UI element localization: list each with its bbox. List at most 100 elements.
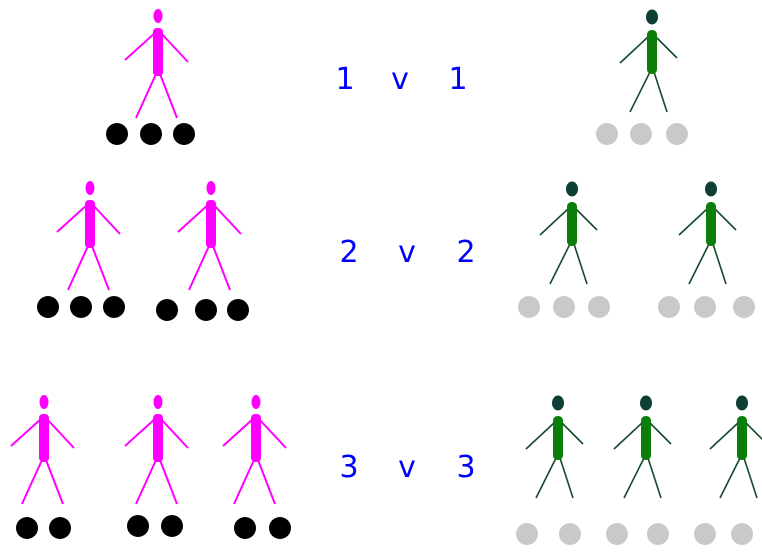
row2-pink-player-2	[177, 181, 242, 291]
pink-limb	[159, 459, 178, 505]
green-limb	[619, 35, 650, 64]
green-limb	[525, 421, 556, 450]
green-limb	[535, 457, 557, 499]
row1-left-count: 1	[335, 62, 354, 97]
row3-green-player-3	[709, 395, 762, 499]
green-limb	[629, 71, 651, 113]
row1-black-ball	[106, 123, 128, 145]
row3-pink-player-2	[124, 395, 189, 505]
pink-limb	[91, 203, 121, 235]
green-limb	[678, 207, 709, 236]
row2-black-ball	[103, 296, 125, 318]
row3-left-count: 3	[339, 450, 358, 485]
pink-torso	[153, 28, 163, 76]
row3-black-ball	[234, 517, 256, 539]
pink-limb	[135, 459, 157, 505]
pink-torso	[251, 414, 261, 462]
row1-black-ball	[140, 123, 162, 145]
pink-torso	[206, 200, 216, 248]
pink-torso	[85, 200, 95, 248]
row1-grey-ball	[596, 123, 618, 145]
row1-grey-ball	[666, 123, 688, 145]
row2-vs: v	[398, 235, 416, 270]
row1-green-player-1	[619, 9, 678, 113]
row3-black-ball	[269, 517, 291, 539]
row2-black-ball	[156, 299, 178, 321]
row3-black-ball	[161, 515, 183, 537]
green-limb	[744, 421, 762, 441]
pink-head	[206, 181, 216, 195]
row2-grey-ball	[588, 296, 610, 318]
row2-left-count: 2	[339, 235, 358, 270]
green-head	[552, 395, 564, 411]
pink-limb	[159, 73, 178, 119]
pink-limb	[124, 31, 157, 61]
row3-vs: v	[398, 450, 416, 485]
row2-black-ball	[195, 299, 217, 321]
row3-right-count: 3	[456, 450, 475, 485]
row3-grey-ball	[559, 523, 581, 545]
pink-head	[153, 9, 163, 23]
row2-grey-ball	[694, 296, 716, 318]
green-limb	[549, 243, 571, 285]
green-torso	[641, 416, 651, 460]
pink-limb	[159, 31, 189, 63]
pink-limb	[45, 459, 64, 505]
green-limb	[719, 457, 741, 499]
pink-limb	[188, 245, 210, 291]
pink-head	[39, 395, 49, 409]
row2-right-count: 2	[456, 235, 475, 270]
pink-torso	[153, 414, 163, 462]
pink-limb	[56, 203, 89, 233]
green-head	[646, 9, 658, 25]
row1-grey-ball	[630, 123, 652, 145]
green-limb	[743, 457, 758, 499]
pink-limb	[67, 245, 89, 291]
row3-black-ball	[49, 517, 71, 539]
pink-head	[153, 395, 163, 409]
row3-green-player-2	[613, 395, 672, 499]
row2-black-ball	[227, 299, 249, 321]
pink-limb	[21, 459, 43, 505]
row2-green-player-1	[539, 181, 598, 285]
pink-limb	[233, 459, 255, 505]
row3-black-ball	[127, 515, 149, 537]
green-limb	[623, 457, 645, 499]
row2-black-ball	[70, 296, 92, 318]
row1-black-ball	[173, 123, 195, 145]
green-limb	[712, 243, 727, 285]
green-limb	[648, 421, 672, 445]
green-limb	[713, 207, 737, 231]
pink-limb	[10, 417, 43, 447]
pink-limb	[159, 417, 189, 449]
pink-limb	[135, 73, 157, 119]
pink-limb	[91, 245, 110, 291]
row3-pink-player-1	[10, 395, 75, 505]
row2-green-player-2	[678, 181, 737, 285]
green-torso	[737, 416, 747, 460]
pink-limb	[177, 203, 210, 233]
green-limb	[613, 421, 644, 450]
pink-torso	[39, 414, 49, 462]
row1-pink-player-1	[124, 9, 189, 119]
row2-black-ball	[37, 296, 59, 318]
row3-grey-ball	[516, 523, 538, 545]
pink-limb	[45, 417, 75, 449]
green-head	[736, 395, 748, 411]
row2-pink-player-1	[56, 181, 121, 291]
balls-layer	[16, 123, 755, 545]
pink-limb	[212, 203, 242, 235]
green-limb	[709, 421, 740, 450]
row3-grey-ball	[731, 523, 753, 545]
pink-head	[251, 395, 261, 409]
green-torso	[647, 30, 657, 74]
pink-limb	[257, 459, 276, 505]
pink-limb	[222, 417, 255, 447]
green-head	[705, 181, 717, 197]
green-limb	[574, 207, 598, 231]
row2-grey-ball	[553, 296, 575, 318]
row2-grey-ball	[658, 296, 680, 318]
pink-limb	[124, 417, 157, 447]
row3-grey-ball	[606, 523, 628, 545]
green-torso	[553, 416, 563, 460]
